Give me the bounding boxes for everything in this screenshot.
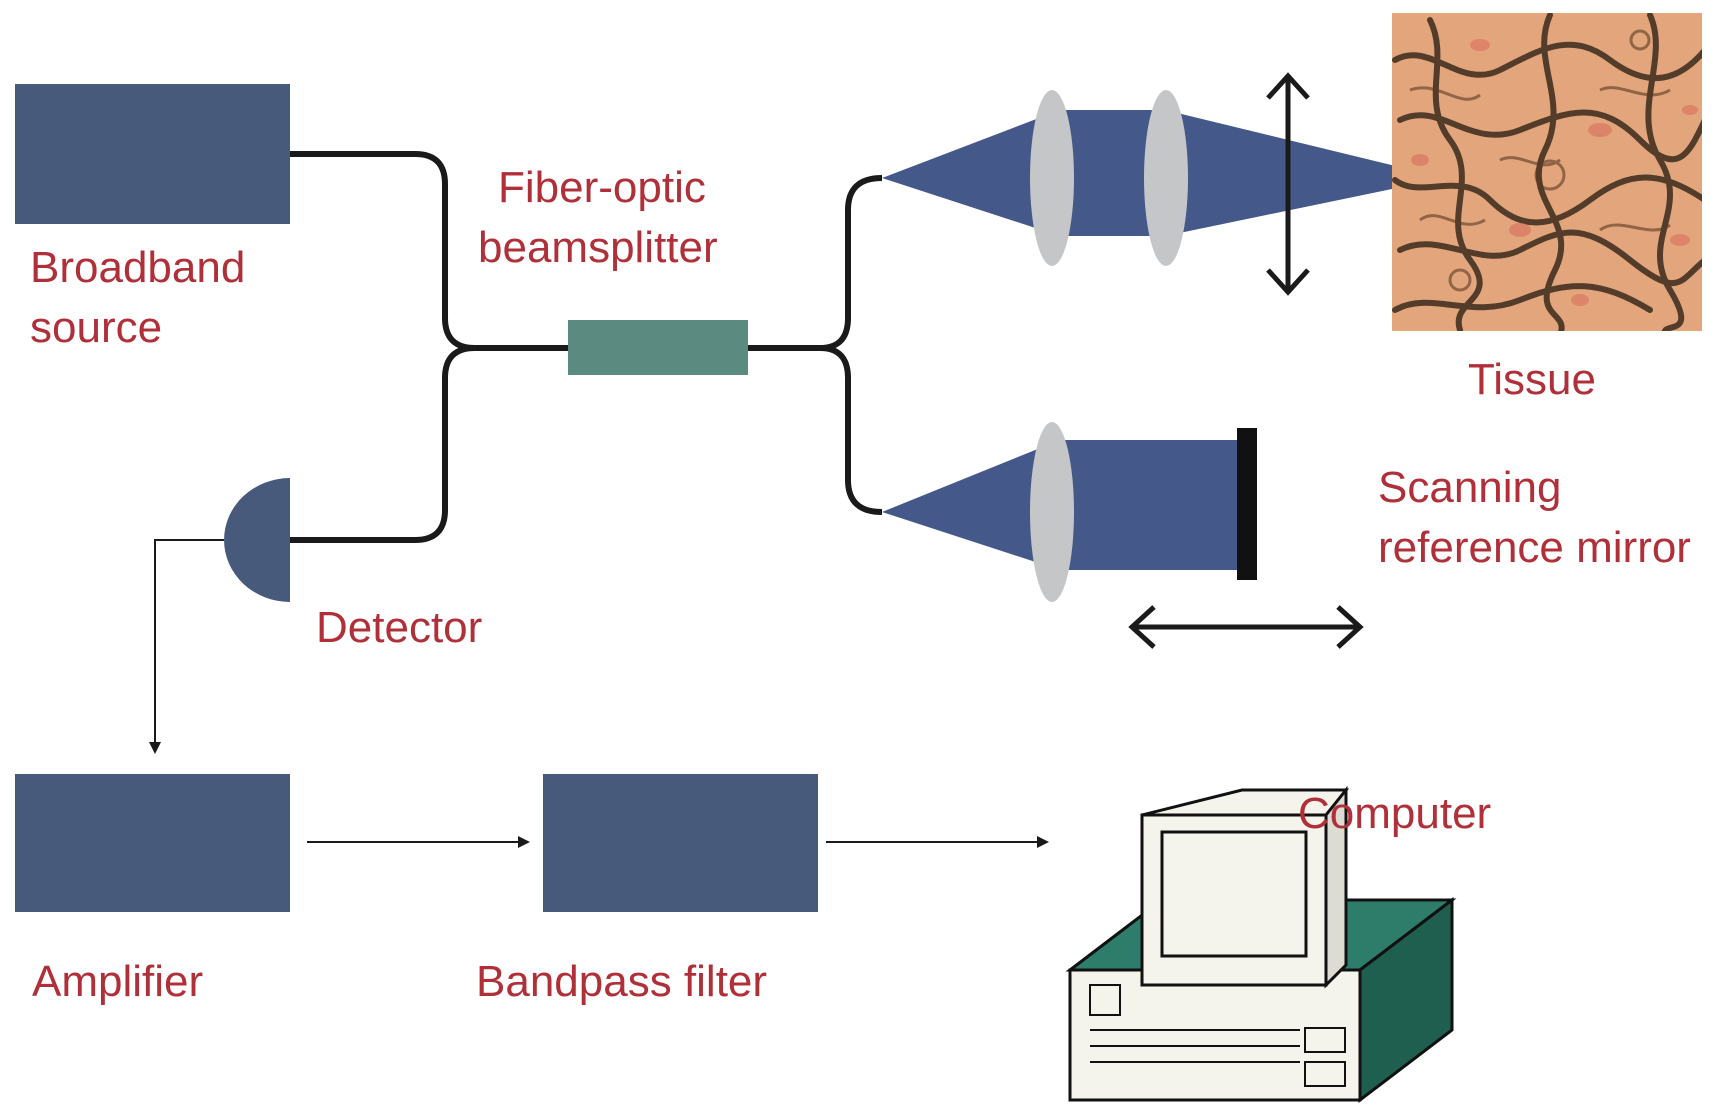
fiber-optic-beamsplitter <box>568 320 748 375</box>
horizontal-scan-arrow-head-right <box>1336 605 1364 649</box>
vertical-scan-arrow-head-bottom <box>1266 268 1310 296</box>
bandpass-filter-box <box>543 774 818 912</box>
sample-lens-2 <box>1144 90 1188 266</box>
label-detector: Detector <box>316 603 483 652</box>
label-amplifier: Amplifier <box>32 957 204 1006</box>
desktop-computer-icon <box>1065 785 1457 1104</box>
scanning-reference-mirror <box>1237 428 1257 580</box>
fiber-source <box>290 151 568 351</box>
label-beamsplitter-line1: Fiber-optic <box>498 163 706 212</box>
reference-lens <box>1030 422 1074 602</box>
vertical-scan-arrow-head-top <box>1266 72 1310 100</box>
label-reference-mirror-line1: Scanning <box>1378 463 1562 512</box>
label-reference-mirror-line2: reference mirror <box>1378 523 1691 572</box>
amplifier-box <box>15 774 290 912</box>
label-computer: Computer <box>1298 789 1492 838</box>
fiber-detector <box>290 345 476 543</box>
tissue-image <box>1392 13 1702 331</box>
signal-line-detector-to-amplifier <box>149 539 224 754</box>
label-broadband-source-line1: Broadband <box>30 243 246 292</box>
broadband-source-box <box>15 84 290 224</box>
label-beamsplitter-line2: beamsplitter <box>478 223 718 272</box>
label-tissue: Tissue <box>1468 355 1596 404</box>
fiber-sample-arm <box>748 175 883 351</box>
label-bandpass-filter: Bandpass filter <box>476 957 768 1006</box>
horizontal-scan-arrow-head-left <box>1128 605 1156 649</box>
label-broadband-source-line2: source <box>30 303 163 352</box>
sample-lens-1 <box>1030 90 1074 266</box>
detector <box>224 478 290 602</box>
fiber-reference-arm <box>819 345 883 515</box>
